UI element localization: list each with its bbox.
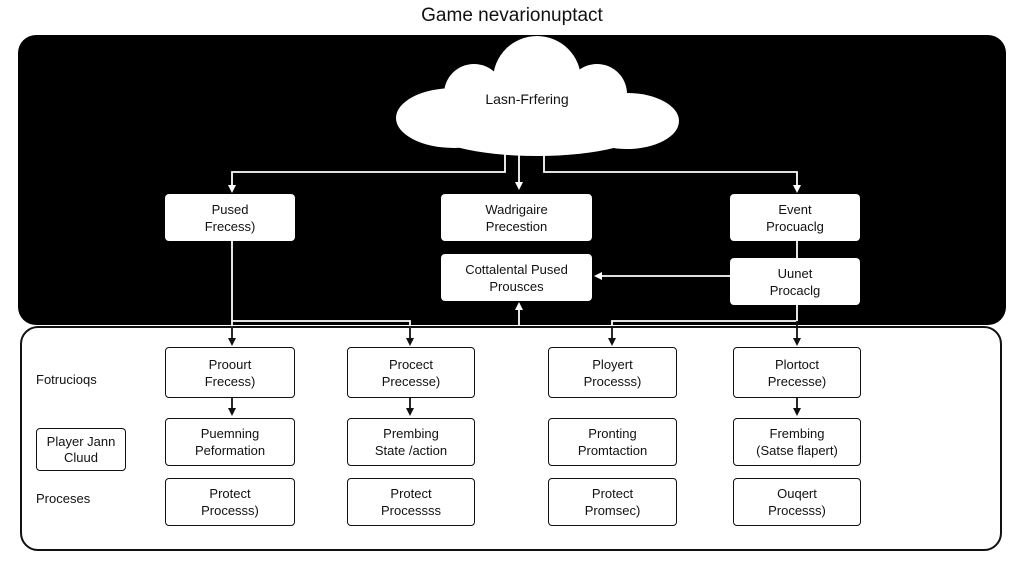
node-c1r3-line2: Processs) <box>201 503 259 518</box>
node-c1r1: Proourt Frecess) <box>165 347 295 398</box>
node-c2r3: Protect Processss <box>347 478 475 526</box>
node-c3r2-line1: Pronting <box>588 426 637 441</box>
node-event: Event Procuaclg <box>730 194 860 241</box>
cloud-label: Lasn-Frfering <box>485 91 569 107</box>
node-pused-line2: Frecess) <box>204 218 256 234</box>
node-uunet: Uunet Procaclg <box>730 258 860 305</box>
node-c1r2: Puemning Peformation <box>165 418 295 466</box>
node-c2r2-line2: State /action <box>374 443 448 458</box>
node-c2r2-line1: Prembing <box>383 426 439 441</box>
node-c3r3-line2: Promsec) <box>584 503 641 518</box>
node-pused-line1: Pused <box>211 201 249 217</box>
node-c4r3-line1: Ouqert <box>777 486 817 501</box>
node-c2r3-line1: Protect <box>390 486 432 501</box>
node-c2r2: Prembing State /action <box>347 418 475 466</box>
node-c1r2-line2: Peformation <box>194 443 266 458</box>
node-c4r3: Ouqert Processs) <box>733 478 861 526</box>
node-wadrigaire-line2: Precestion <box>485 218 548 234</box>
node-c1r2-line1: Puemning <box>200 426 260 441</box>
node-c3r3-line1: Protect <box>591 486 634 501</box>
cloud-icon <box>396 36 679 156</box>
node-c2r1: Procect Precesse) <box>347 347 475 398</box>
node-cottalental-line1: Cottalental Pused <box>465 261 568 277</box>
node-c1r3: Protect Processs) <box>165 478 295 526</box>
node-c3r2: Pronting Promtaction <box>548 418 677 466</box>
node-wadrigaire: Wadrigaire Precestion <box>441 194 592 241</box>
node-uunet-line2: Procaclg <box>769 282 821 298</box>
node-c3r1-line1: Ployert <box>592 356 633 372</box>
node-event-line1: Event <box>778 201 812 217</box>
node-c2r3-line2: Processss <box>381 503 441 518</box>
node-c4r1: Plortoct Precesse) <box>733 347 861 398</box>
node-c1r1-line1: Proourt <box>208 356 252 372</box>
node-uunet-line1: Uunet <box>777 265 813 281</box>
node-c3r1-line2: Processs) <box>583 373 642 389</box>
node-c1r3-line1: Protect <box>209 486 251 501</box>
side-label-row1: Fotrucioqs <box>36 372 97 387</box>
node-c3r1: Ployert Processs) <box>548 347 677 398</box>
node-c4r2-line2: (Satse flapert) <box>756 443 838 458</box>
node-cottalental-line2: Prousces <box>489 278 544 294</box>
node-wadrigaire-line1: Wadrigaire <box>485 201 548 217</box>
node-c2r1-line1: Procect <box>388 356 434 372</box>
cloud-node: Lasn-Frfering <box>392 36 682 158</box>
node-pused: Pused Frecess) <box>165 194 295 241</box>
node-c3r3: Protect Promsec) <box>548 478 677 526</box>
node-cottalental: Cottalental Pused Prousces <box>441 254 592 301</box>
node-c4r3-line2: Processs) <box>768 503 826 518</box>
side-label-row3: Proceses <box>36 491 91 506</box>
legend-player-cloud: Player Jann Cluud <box>36 428 126 471</box>
node-c4r2: Frembing (Satse flapert) <box>733 418 861 466</box>
diagram-title: Game nevarionuptact <box>421 5 603 26</box>
node-event-line2: Procuaclg <box>766 218 824 234</box>
node-c4r2-line1: Frembing <box>769 426 825 441</box>
node-c2r1-line2: Precesse) <box>381 373 441 389</box>
node-c4r1-line1: Plortoct <box>774 356 820 372</box>
legend-line1: Player Jann <box>46 433 116 449</box>
node-c3r2-line2: Promtaction <box>577 443 648 458</box>
node-c1r1-line2: Frecess) <box>204 373 256 389</box>
node-c4r1-line2: Precesse) <box>767 373 827 389</box>
legend-line2: Cluud <box>64 449 98 465</box>
